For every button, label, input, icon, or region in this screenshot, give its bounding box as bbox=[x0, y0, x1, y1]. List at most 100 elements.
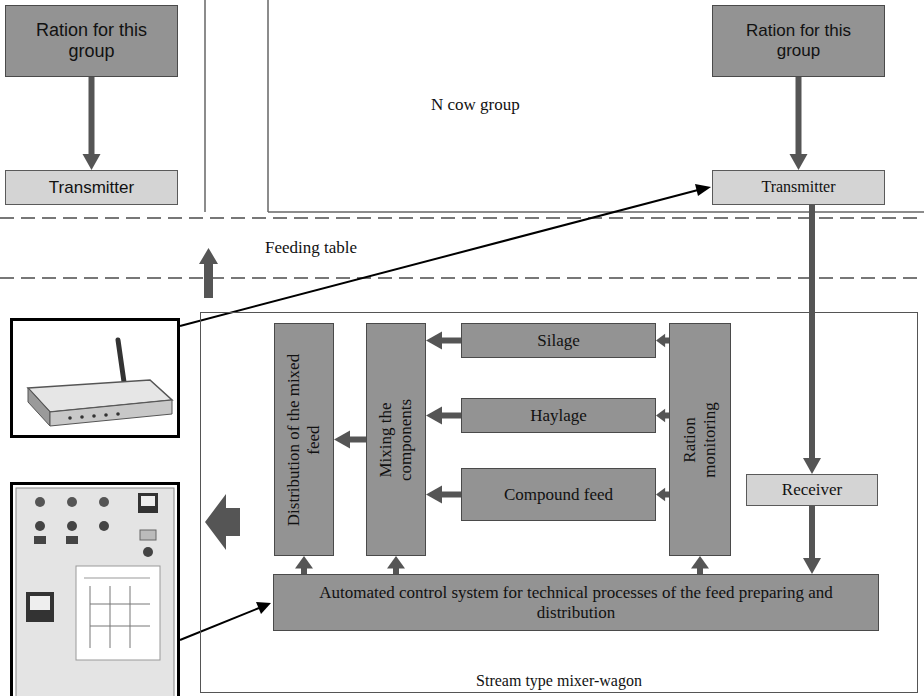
panel-meter bbox=[138, 493, 158, 513]
arrowhead bbox=[426, 486, 442, 504]
router-led bbox=[68, 416, 72, 420]
node-text: Ration monitoring bbox=[680, 385, 719, 495]
receiver-box: Receiver bbox=[746, 474, 878, 506]
sticker-line bbox=[130, 586, 131, 648]
node-text: Distribution of the mixed feed bbox=[284, 345, 323, 535]
flow-arrow bbox=[790, 77, 808, 170]
mixer-wagon-frame: Stream type mixer-wagon Distribution of t… bbox=[200, 312, 918, 693]
process-box: Mixing the components bbox=[366, 323, 426, 556]
flow-arrow bbox=[656, 488, 669, 502]
arrowhead bbox=[656, 409, 665, 423]
panel-plate bbox=[140, 530, 156, 540]
flow-arrow bbox=[426, 486, 461, 504]
leader-arrowhead bbox=[256, 602, 271, 614]
process-box: Ration monitoring bbox=[669, 323, 731, 556]
flow-arrow bbox=[295, 556, 313, 574]
flow-arrow bbox=[803, 506, 821, 574]
router-led bbox=[116, 412, 120, 416]
panel-switch bbox=[66, 536, 78, 544]
panel-button bbox=[67, 521, 77, 531]
node-text: Transmitter bbox=[761, 176, 835, 198]
control-panel-picture bbox=[16, 488, 174, 696]
arrowhead bbox=[803, 558, 821, 574]
panel-gauge-face bbox=[30, 596, 50, 610]
sticker-line bbox=[110, 586, 111, 648]
router-picture bbox=[28, 340, 172, 426]
arrow-shaft bbox=[809, 205, 815, 459]
panel-button bbox=[99, 521, 109, 531]
leader-line bbox=[180, 608, 259, 640]
node-text: Ration for this group bbox=[724, 19, 874, 62]
arrowhead bbox=[691, 556, 709, 569]
ration-box: Ration for this group bbox=[5, 5, 178, 77]
node-text: Ration for this group bbox=[12, 18, 172, 63]
leader-arrowhead bbox=[695, 184, 711, 196]
arrow-shaft bbox=[796, 77, 802, 155]
sticker-line bbox=[90, 604, 150, 605]
arrow-shaft bbox=[441, 338, 461, 344]
feeding-table-edge bbox=[0, 277, 924, 279]
flow-arrow bbox=[656, 334, 669, 348]
flow-arrow bbox=[656, 409, 669, 423]
control-system-box: Automated control system for technical p… bbox=[273, 574, 879, 631]
flow-arrow bbox=[334, 431, 366, 449]
node-text: Stream type mixer-wagon bbox=[201, 672, 917, 690]
leader-line bbox=[180, 190, 698, 326]
up-arrow bbox=[199, 248, 218, 298]
router-led bbox=[104, 413, 108, 417]
arrow-shaft bbox=[349, 437, 366, 443]
node-text: Receiver bbox=[782, 478, 842, 502]
sticker-line bbox=[90, 586, 91, 648]
node-text: Mixing the components bbox=[376, 375, 415, 505]
panel-lamp bbox=[35, 497, 45, 507]
panel-sticker bbox=[76, 566, 160, 660]
area-label: Feeding table bbox=[262, 238, 360, 258]
transmitter-box: Transmitter bbox=[712, 170, 885, 205]
feed-box: Compound feed bbox=[461, 468, 656, 521]
router-antenna bbox=[118, 340, 124, 382]
node-text: Compound feed bbox=[504, 483, 613, 507]
feed-box: Silage bbox=[461, 323, 656, 358]
panel-gauge bbox=[26, 592, 54, 622]
arrowhead bbox=[334, 431, 350, 449]
node-text: Silage bbox=[537, 329, 580, 353]
feeding-table-edge bbox=[0, 217, 924, 219]
arrowhead bbox=[426, 407, 442, 425]
arrowhead bbox=[790, 154, 808, 170]
router-led bbox=[92, 414, 96, 418]
arrowhead bbox=[803, 458, 821, 474]
process-box: Distribution of the mixed feed bbox=[274, 323, 334, 556]
sticker-line bbox=[90, 626, 150, 627]
arrow-shaft bbox=[809, 506, 815, 559]
arrowhead bbox=[656, 334, 665, 348]
flow-arrow bbox=[691, 556, 709, 574]
flow-arrow bbox=[426, 332, 461, 350]
pen-wall bbox=[204, 0, 206, 212]
flow-arrow bbox=[426, 407, 461, 425]
transmitter-box: Transmitter bbox=[5, 170, 178, 205]
router-led bbox=[80, 415, 84, 419]
arrowhead bbox=[656, 488, 665, 502]
arrow-shaft bbox=[441, 492, 461, 498]
router-side bbox=[28, 388, 50, 426]
router-frame bbox=[12, 320, 179, 437]
arrow-shaft bbox=[89, 77, 95, 155]
panel-meter-face bbox=[141, 496, 155, 506]
group-label: N cow group bbox=[428, 95, 523, 115]
pen-wall bbox=[268, 211, 924, 213]
sticker-line bbox=[84, 578, 150, 579]
panel-button bbox=[35, 521, 45, 531]
ration-box: Ration for this group bbox=[712, 5, 885, 77]
flow-arrow bbox=[83, 77, 101, 170]
panel-frame bbox=[12, 484, 179, 696]
node-text: Haylage bbox=[530, 404, 587, 428]
feed-box: Haylage bbox=[461, 398, 656, 433]
panel-lamp bbox=[67, 497, 77, 507]
node-text: Automated control system for technical p… bbox=[286, 581, 866, 624]
panel-knob bbox=[143, 547, 153, 557]
arrowhead bbox=[426, 332, 442, 350]
arrowhead bbox=[295, 556, 313, 569]
flow-arrow bbox=[387, 556, 405, 574]
block-arrow bbox=[205, 494, 240, 550]
